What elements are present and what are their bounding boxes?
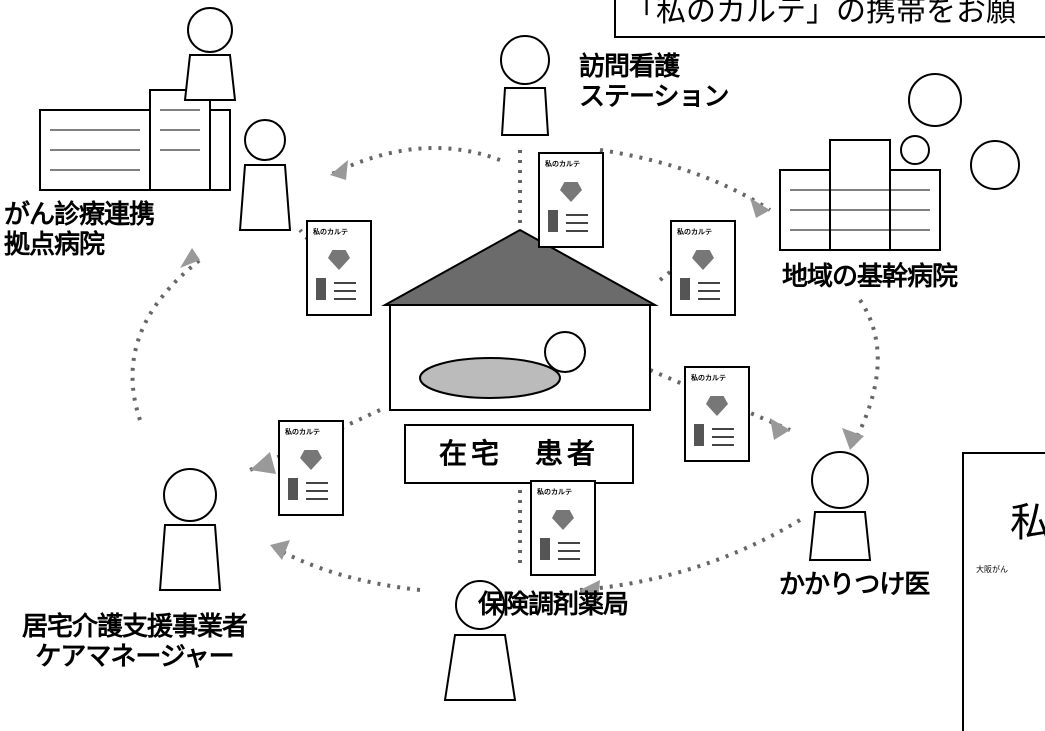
record-card: 私のカルテ <box>538 152 604 248</box>
cancer-hospital-building <box>39 89 231 191</box>
arrow-path <box>130 258 202 421</box>
gem-icon <box>560 182 582 202</box>
record-card: 私のカルテ <box>306 220 372 316</box>
document-title: 私 <box>1010 500 1045 546</box>
record-card: 私のカルテ <box>278 420 344 516</box>
title-banner: 「私のカルテ」の携帯をお願 <box>614 0 1045 38</box>
patient-head <box>544 331 586 373</box>
logo-icon <box>694 424 704 446</box>
regional-hospital-label: 地域の基幹病院 <box>782 262 958 292</box>
cancer-hospital-label: がん診療連携 拠点病院 <box>4 200 155 260</box>
family-doctor-label: かかりつけ医 <box>779 570 930 600</box>
logo-icon <box>548 210 558 232</box>
gem-icon <box>300 450 322 470</box>
house-roof <box>381 228 659 306</box>
gem-icon <box>706 396 728 416</box>
card-title: 私のカルテ <box>545 160 580 168</box>
card-title: 私のカルテ <box>313 228 348 236</box>
record-card: 私のカルテ <box>530 480 596 576</box>
pharmacy-label: 保険調剤薬局 <box>478 590 629 620</box>
arrow-path <box>268 543 421 592</box>
people-illustrations <box>158 7 1020 701</box>
logo-icon <box>316 278 326 300</box>
arrow-path <box>329 146 501 177</box>
logo-icon <box>540 538 550 560</box>
logo-icon <box>288 478 298 500</box>
gem-icon <box>692 250 714 270</box>
gem-icon <box>552 510 574 530</box>
arrow-path <box>848 298 880 451</box>
card-title: 私のカルテ <box>691 374 726 382</box>
patient-label: 在宅 患者 <box>404 424 634 484</box>
document-subtitle: 大阪がん <box>976 565 1008 574</box>
record-card: 私のカルテ <box>670 220 736 316</box>
card-title: 私のカルテ <box>537 488 572 496</box>
card-title: 私のカルテ <box>285 428 320 436</box>
record-document-preview: 私 大阪がん <box>962 452 1045 731</box>
card-title: 私のカルテ <box>677 228 712 236</box>
arrow-path <box>599 148 772 212</box>
logo-icon <box>680 278 690 300</box>
regional-hospital-building <box>779 135 941 251</box>
patient-bed <box>419 357 561 399</box>
gem-icon <box>328 250 350 270</box>
arrow-path <box>579 518 802 592</box>
record-card: 私のカルテ <box>684 366 750 462</box>
care-manager-label: 居宅介護支援事業者 ケアマネージャー <box>22 612 248 672</box>
visiting-nurse-label: 訪問看護 ステーション <box>579 52 729 112</box>
